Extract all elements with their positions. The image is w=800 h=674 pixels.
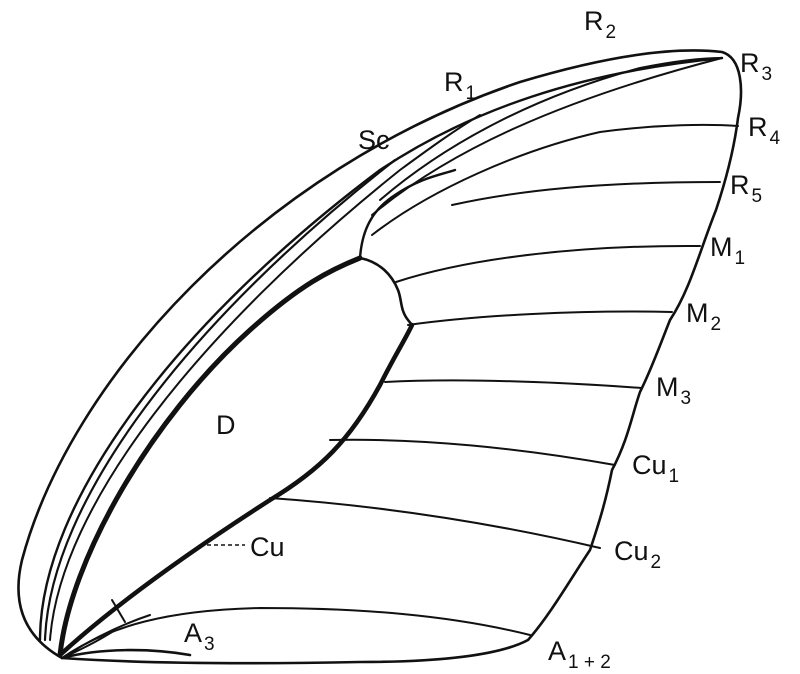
r3-vein	[372, 58, 722, 215]
m3-vein	[385, 380, 642, 388]
label-sc: Sc	[358, 125, 390, 155]
r5-vein	[452, 182, 720, 205]
label-cu: Cu	[250, 532, 285, 562]
radius-trunk	[60, 258, 360, 655]
m2-vein	[408, 312, 672, 325]
discal-cell-closure	[360, 258, 412, 325]
cu1-vein	[330, 440, 615, 465]
label-d: D	[216, 410, 236, 440]
cu2-vein	[270, 498, 600, 548]
m1-vein	[396, 246, 700, 282]
a3-vein	[62, 650, 190, 658]
r2-vein	[380, 58, 722, 200]
cubitus-trunk	[60, 325, 412, 655]
